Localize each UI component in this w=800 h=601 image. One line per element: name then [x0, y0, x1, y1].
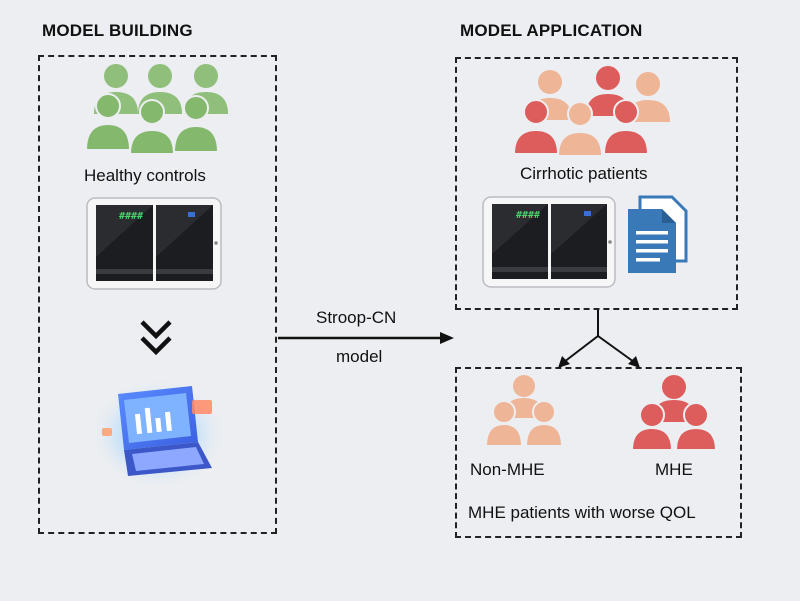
laptop-chart-icon: [90, 378, 226, 490]
cirrhotic-patients-icon: [514, 66, 670, 156]
mhe-group-icon: [632, 375, 716, 451]
right-tablet: ####: [482, 196, 616, 288]
left-tablet: ####: [86, 197, 222, 290]
model-building-title: MODEL BUILDING: [42, 21, 193, 40]
model-application-title: MODEL APPLICATION: [460, 21, 643, 40]
mhe-label: MHE: [655, 460, 693, 479]
model-application-panel: [455, 57, 738, 310]
left-tablet-screen-text: ####: [119, 211, 144, 222]
healthy-controls-icon: [84, 64, 228, 154]
arrow-label-line1: Stroop-CN: [316, 308, 397, 327]
non-mhe-label: Non-MHE: [470, 460, 545, 479]
model-building-panel: [38, 55, 277, 534]
healthy-controls-label: Healthy controls: [84, 166, 206, 185]
arrow-label-line2: model: [336, 347, 383, 366]
branch-arrows-icon: [558, 310, 640, 368]
outcome-caption: MHE patients with worse QOL: [468, 503, 696, 522]
non-mhe-group-icon: [486, 375, 562, 447]
cirrhotic-patients-label: Cirrhotic patients: [520, 164, 648, 183]
right-arrow-icon: [278, 332, 454, 344]
double-chevron-down-icon: [140, 320, 172, 356]
right-tablet-screen-text: ####: [516, 210, 541, 221]
document-icon: [628, 195, 688, 273]
outcome-panel: [455, 367, 742, 538]
